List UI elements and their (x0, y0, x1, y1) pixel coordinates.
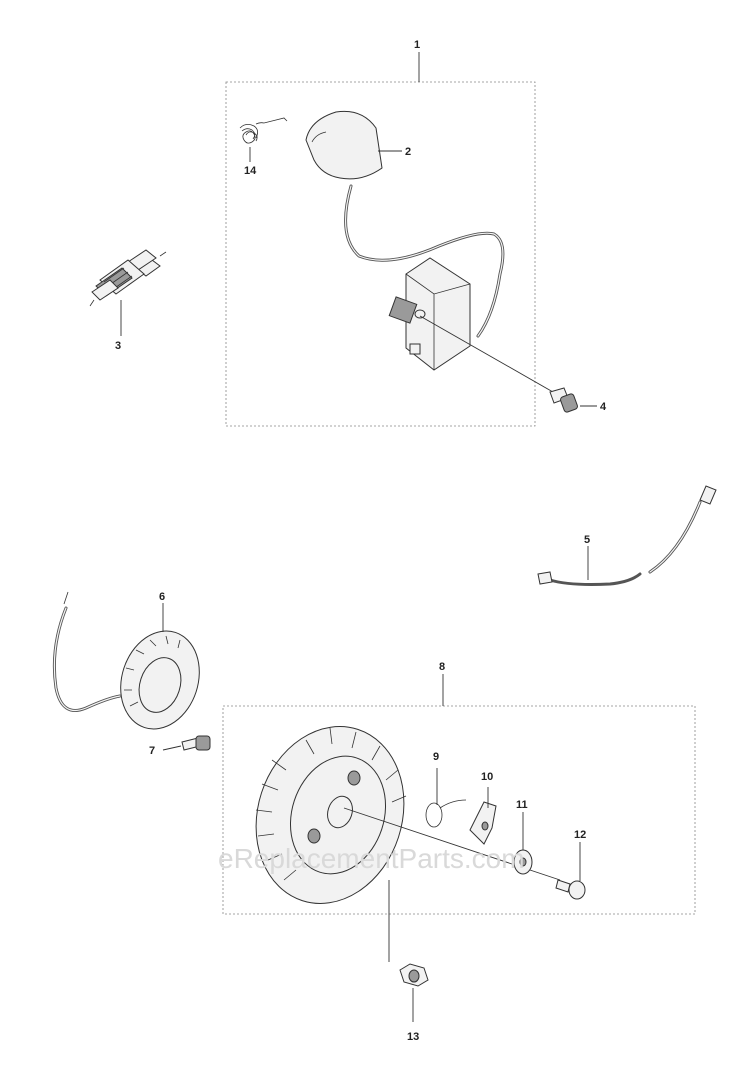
callout-12: 12 (574, 829, 586, 841)
callout-4: 4 (600, 401, 607, 413)
leader-7 (162, 745, 182, 751)
callout-7: 7 (149, 745, 155, 757)
callout-11: 11 (516, 799, 528, 811)
key-part-10 (469, 801, 497, 845)
screw-part-4 (549, 387, 578, 413)
screw-part-7 (181, 735, 211, 751)
spring-part-14 (239, 117, 288, 144)
callout-5: 5 (584, 534, 590, 546)
callout-2: 2 (405, 146, 411, 158)
wire-part-5 (537, 485, 717, 586)
callout-10: 10 (481, 771, 493, 783)
callout-14: 14 (244, 165, 257, 177)
stator-part-6 (52, 591, 200, 730)
callout-13: 13 (407, 1031, 419, 1043)
callout-6: 6 (159, 591, 165, 603)
callout-9: 9 (433, 751, 439, 763)
axis-4 (419, 315, 554, 393)
callout-3: 3 (115, 340, 121, 352)
callout-8: 8 (439, 661, 445, 673)
kit-8-boundary (222, 705, 696, 915)
nut-part-13 (399, 963, 429, 987)
watermark: eReplacementParts.com (218, 843, 525, 874)
kit-1-boundary (225, 81, 536, 427)
ignition-module-part-2 (305, 110, 505, 371)
spark-plug-part-3 (89, 249, 167, 307)
callout-1: 1 (414, 39, 420, 51)
screw-part-12 (555, 879, 586, 900)
circlip-part-9 (425, 799, 467, 828)
flywheel (255, 726, 407, 904)
